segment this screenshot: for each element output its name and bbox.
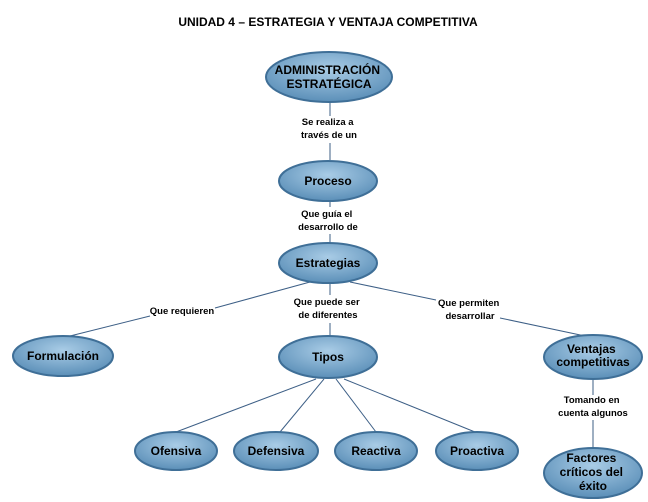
node-estrategias: Estrategias — [278, 242, 378, 284]
label-line: críticos del — [560, 465, 623, 479]
connector-estrategias-permiten — [349, 281, 437, 301]
node-shape — [278, 160, 378, 202]
node-ventajas-competitivas: Ventajas competitivas — [543, 334, 643, 380]
label-line: ADMINISTRACIÓN — [275, 62, 380, 77]
node-factores-criticos: Factores críticos del éxito — [543, 447, 643, 499]
node-proactiva: Proactiva — [435, 431, 519, 471]
link-label-que-guia: Que guía el desarrollo de — [298, 209, 358, 233]
label-line: de diferentes — [298, 310, 357, 321]
node-formulacion: Formulación — [12, 335, 114, 377]
node-shape — [134, 431, 218, 471]
label-line: Que puede ser — [294, 297, 360, 308]
label-line: Se realiza a — [302, 117, 354, 128]
node-shape — [543, 447, 643, 499]
label-line: Estrategias — [296, 256, 361, 270]
label-line: desarrollar — [445, 311, 494, 322]
link-label-que-requieren: Que requieren — [150, 306, 215, 317]
label-line: Proactiva — [450, 444, 504, 458]
label-line: cuenta algunos — [558, 408, 628, 419]
node-label: Factores críticos del éxito — [560, 451, 627, 493]
node-shape — [334, 431, 418, 471]
label-line: través de un — [301, 130, 357, 141]
link-label-que-permiten: Que permiten desarrollar — [438, 298, 502, 322]
connector-tipos-reactiva — [335, 378, 377, 433]
label-line: Ventajas — [567, 342, 616, 356]
node-defensiva: Defensiva — [233, 431, 319, 471]
link-label-se-realiza: Se realiza a través de un — [301, 117, 357, 141]
node-shape — [278, 335, 378, 379]
node-label: ADMINISTRACIÓN ESTRATÉGICA — [275, 62, 384, 91]
connector-tipos-defensiva — [279, 378, 325, 433]
node-shape — [278, 242, 378, 284]
label-line: Que permiten — [438, 298, 499, 309]
node-shape — [233, 431, 319, 471]
node-label: Reactiva — [351, 444, 401, 458]
label-line: ESTRATÉGICA — [286, 76, 371, 91]
node-label: Ofensiva — [151, 444, 202, 458]
node-label: Ventajas competitivas — [556, 342, 630, 369]
node-label: Formulación — [27, 349, 99, 363]
label-line: Que requieren — [150, 306, 215, 317]
node-proceso: Proceso — [278, 160, 378, 202]
connector-tipos-ofensiva — [175, 378, 317, 433]
node-shape — [265, 51, 393, 103]
label-line: Tipos — [312, 350, 344, 364]
node-administracion-estrategica: ADMINISTRACIÓN ESTRATÉGICA — [265, 51, 393, 103]
connector-permiten-ventajas — [499, 317, 586, 337]
label-line: competitivas — [556, 355, 630, 369]
connector-requieren-formulacion — [69, 315, 151, 337]
node-reactiva: Reactiva — [334, 431, 418, 471]
connector-estrategias-requieren — [214, 281, 311, 309]
node-ofensiva: Ofensiva — [134, 431, 218, 471]
label-line: Proceso — [304, 174, 351, 188]
label-line: Factores — [566, 451, 616, 465]
connector-tipos-proactiva — [343, 378, 476, 433]
node-label: Proactiva — [450, 444, 504, 458]
node-label: Defensiva — [248, 444, 305, 458]
diagram-title: UNIDAD 4 – ESTRATEGIA Y VENTAJA COMPETIT… — [178, 15, 478, 29]
label-line: desarrollo de — [298, 222, 358, 233]
label-line: Formulación — [27, 349, 99, 363]
node-shape — [543, 334, 643, 380]
node-label: Estrategias — [296, 256, 361, 270]
node-label: Proceso — [304, 174, 351, 188]
link-label-tomando: Tomando en cuenta algunos — [558, 395, 628, 419]
label-line: Reactiva — [351, 444, 401, 458]
connector-lines — [69, 98, 594, 452]
label-line: Ofensiva — [151, 444, 202, 458]
link-label-que-puede: Que puede ser de diferentes — [294, 297, 363, 321]
label-line: Que guía el — [301, 209, 352, 220]
node-shape — [12, 335, 114, 377]
node-label: Tipos — [312, 350, 344, 364]
node-shape — [435, 431, 519, 471]
label-line: Defensiva — [248, 444, 305, 458]
label-line: éxito — [579, 479, 607, 493]
label-line: Tomando en — [564, 395, 620, 406]
node-tipos: Tipos — [278, 335, 378, 379]
